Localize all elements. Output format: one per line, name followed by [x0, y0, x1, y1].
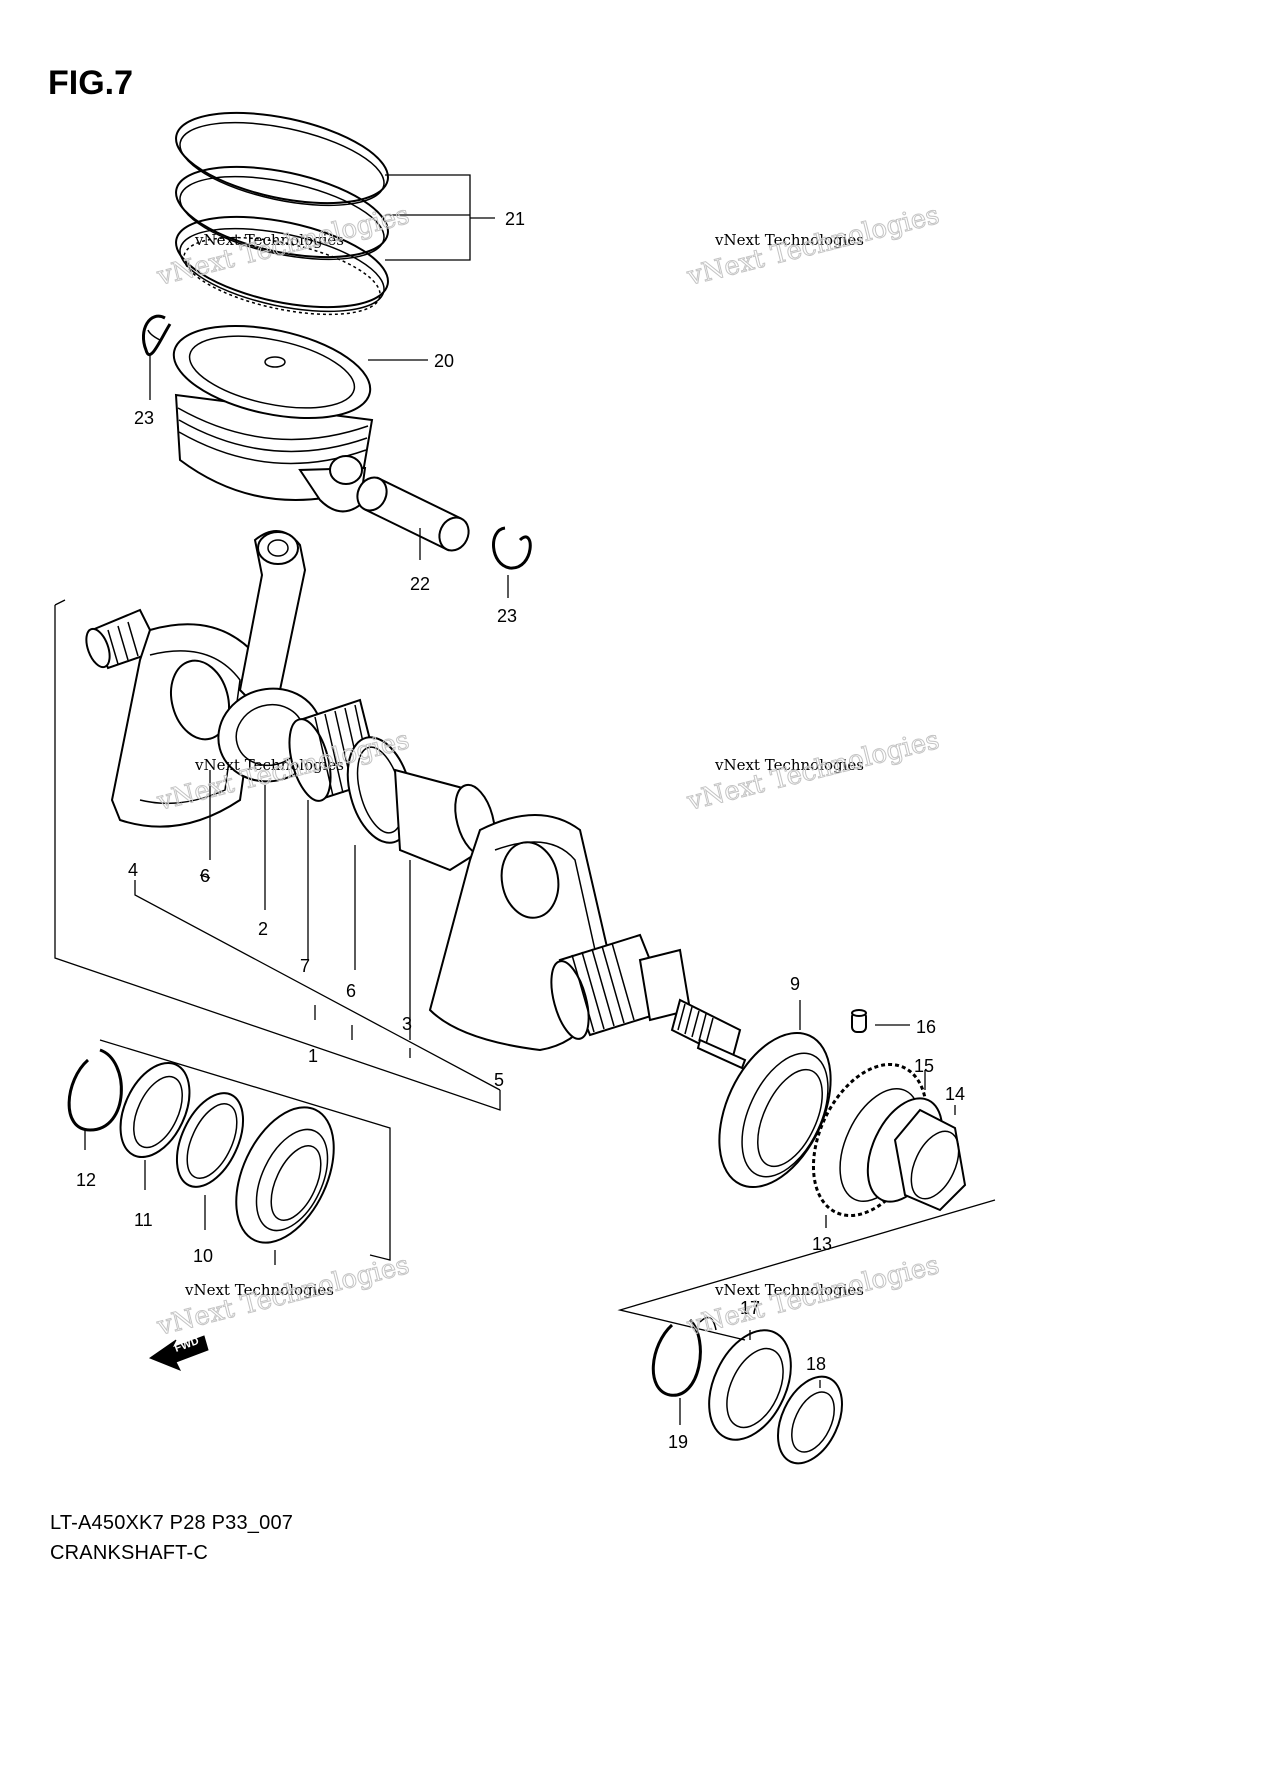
- piston-ring-set: [175, 111, 389, 316]
- callout-18: 18: [806, 1354, 826, 1374]
- callout-2: 2: [258, 919, 268, 939]
- callout-5: 5: [494, 1070, 504, 1090]
- callout-3: 3: [402, 1014, 412, 1034]
- svg-text:vNext Technologies: vNext Technologies: [714, 756, 864, 774]
- callout-19: 19: [668, 1432, 688, 1452]
- bearing-circlip-lower: [651, 1318, 702, 1397]
- callout-4: 4: [128, 860, 138, 880]
- crankshaft-assembly: [85, 530, 747, 1070]
- callout-23-left: 23: [134, 408, 154, 428]
- svg-text:vNext Technologies: vNext Technologies: [194, 231, 344, 249]
- oil-seal-left: [119, 1061, 191, 1159]
- fwd-arrow-icon: FWD: [148, 1335, 209, 1371]
- ball-bearing-lower: [708, 1329, 792, 1441]
- callout-7: 7: [300, 956, 310, 976]
- callout-11: 11: [134, 1210, 153, 1230]
- piston-pin-circlip-left: [141, 314, 172, 357]
- crankshaft-bearing-right: [718, 1031, 832, 1189]
- watermark-top-right: vNext Technologies vNext Technologies: [683, 200, 943, 293]
- callout-17: 17: [740, 1298, 760, 1318]
- callout-6-right: 6: [346, 981, 356, 1001]
- svg-text:vNext Technologies: vNext Technologies: [184, 1281, 334, 1299]
- watermark-bottom-right: vNext Technologies vNext Technologies: [683, 1250, 943, 1343]
- callout-13: 13: [812, 1234, 832, 1254]
- diagram-name-caption: CRANKSHAFT-C: [50, 1542, 208, 1564]
- piston-pin-circlip-right: [492, 526, 532, 570]
- callout-16: 16: [916, 1017, 936, 1037]
- spacer-ring: [175, 1092, 245, 1188]
- piston-pin: [356, 476, 470, 552]
- svg-text:vNext Technologies: vNext Technologies: [714, 1281, 864, 1299]
- callout-23-right: 23: [497, 606, 517, 626]
- oil-seal-lower: [777, 1375, 843, 1465]
- callout-12: 12: [76, 1170, 96, 1190]
- callout-10: 10: [193, 1246, 213, 1266]
- svg-text:vNext Technologies: vNext Technologies: [194, 756, 344, 774]
- crankshaft-bearing-left: [235, 1106, 335, 1244]
- callout-22: 22: [410, 574, 430, 594]
- callout-1: 1: [308, 1046, 318, 1066]
- watermark-middle-right: vNext Technologies vNext Technologies: [683, 725, 943, 818]
- callout-15: 15: [914, 1056, 934, 1076]
- leader-lines: [54, 174, 996, 1425]
- callout-20: 20: [434, 351, 454, 371]
- callout-6-left: 6: [200, 866, 210, 886]
- callout-9: 9: [790, 974, 800, 994]
- callout-labels: 21 20 23 22 23 4 6 2 7 6 3 1 5 9 16 15 1…: [76, 209, 965, 1452]
- crankshaft-nut: [893, 1108, 967, 1212]
- figure-title: FIG.7: [48, 64, 134, 102]
- diagram-code-caption: LT-A450XK7 P28 P33_007: [50, 1512, 294, 1534]
- locating-pin: [851, 1009, 867, 1033]
- callout-21: 21: [505, 209, 525, 229]
- piston: [172, 324, 374, 513]
- svg-text:vNext Technologies: vNext Technologies: [714, 231, 864, 249]
- callout-14: 14: [945, 1084, 965, 1104]
- bearing-retainer-circlip: [67, 1048, 123, 1132]
